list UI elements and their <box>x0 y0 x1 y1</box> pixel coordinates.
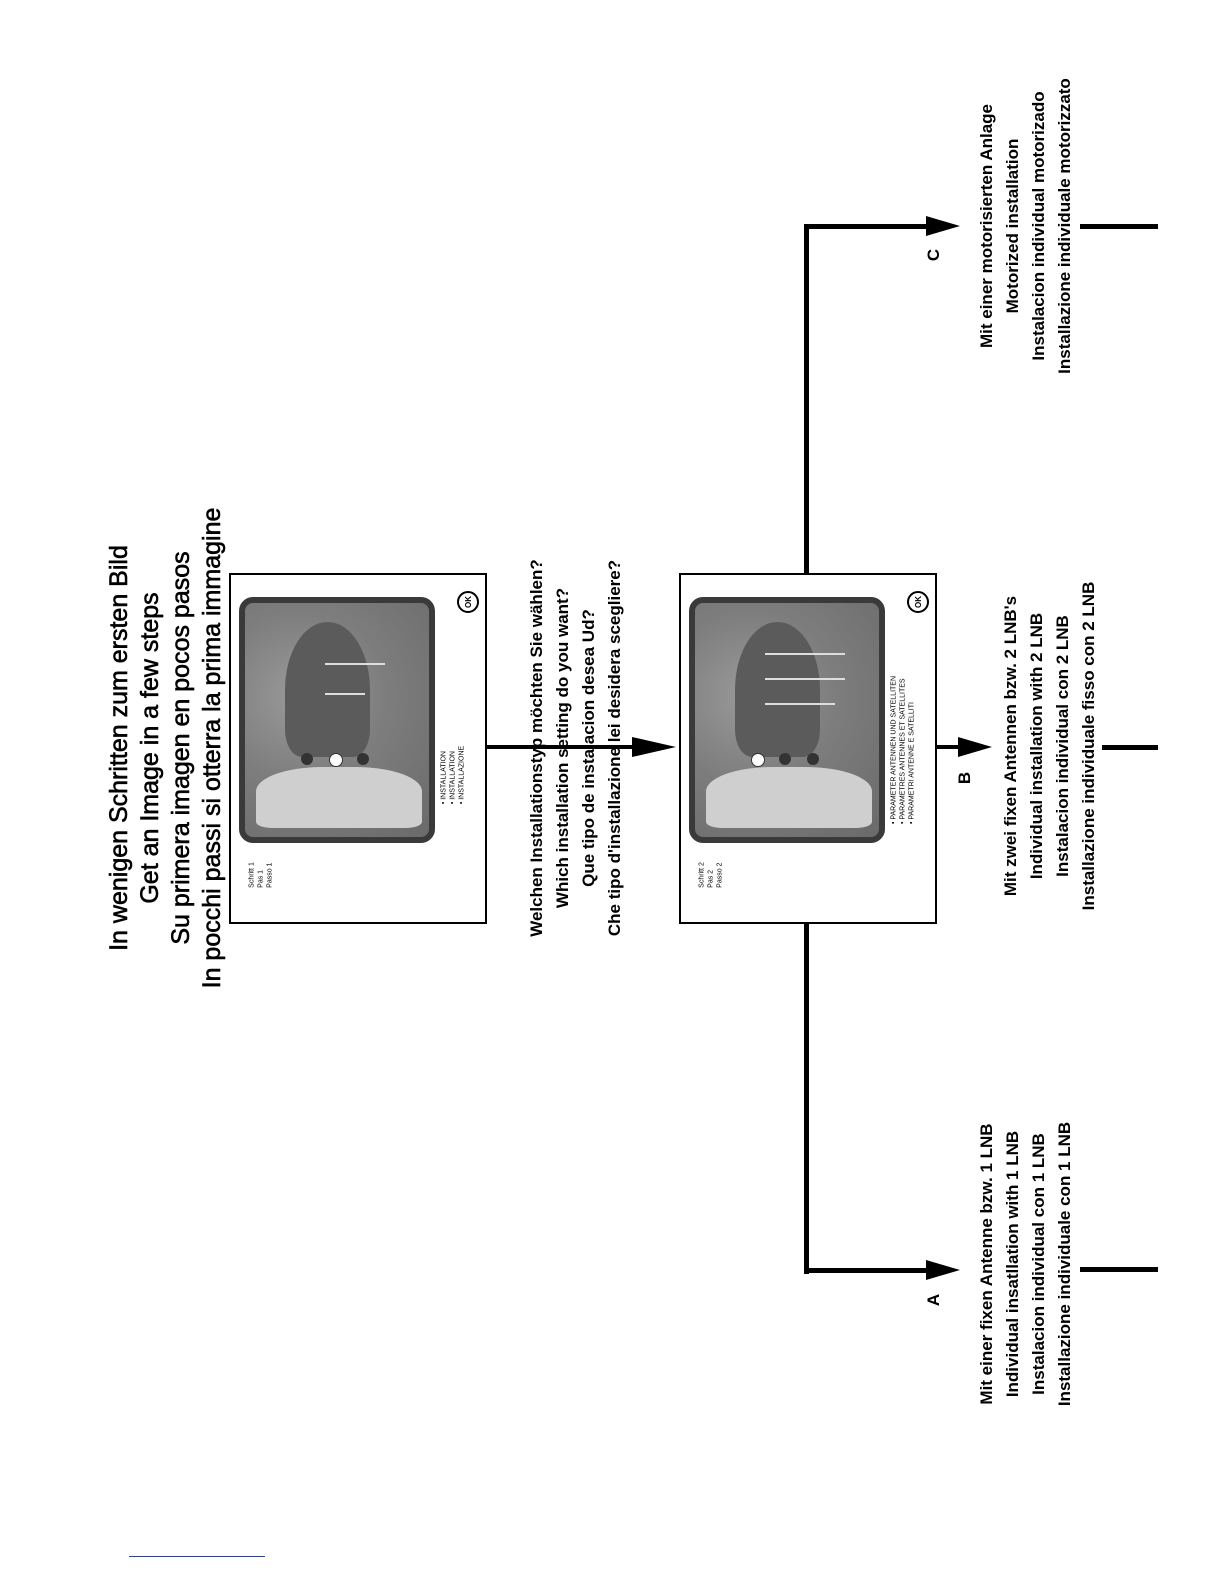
question-block: Welchen Installationstyp möchten Sie wäh… <box>524 559 628 937</box>
step1-remote-panel <box>256 766 422 828</box>
branch-line-c-vertical <box>804 224 809 573</box>
continuation-bar-c <box>1080 224 1158 229</box>
step1-screen-box: Schritt 1 Pas 1 Passo 1 • INSTALLATION •… <box>229 573 487 924</box>
option-c-line-de: Mit einer motorisierten Anlage <box>977 103 996 349</box>
step1-menu-dot <box>357 753 369 765</box>
option-b-line-de: Mit zwei fixen Antennen bzw. 2 LNB's <box>1001 595 1020 897</box>
menu-item-fr: • PARAMETRES ANTENNES ET SATELLITES <box>899 678 907 825</box>
step2-steps-label: Schritt 2 Pas 2 Passo 2 <box>698 862 725 888</box>
option-b-letter: B <box>955 771 974 785</box>
menu-item-de: • INSTALLATION <box>440 751 448 805</box>
step1-tv-screen <box>239 597 435 843</box>
arrow-right-icon <box>926 1260 960 1280</box>
step2-menu-dot <box>779 753 791 765</box>
question-line-de: Welchen Installationstyp möchten Sie wäh… <box>527 559 546 937</box>
option-a-line-en: Individual insatllation with 1 LNB <box>1003 1130 1022 1398</box>
step1-menu-dot <box>301 753 313 765</box>
continuation-bar-b <box>1102 745 1158 750</box>
step2-ok-button[interactable]: OK <box>907 591 929 613</box>
step1-menu-line <box>325 693 365 695</box>
step1-menu-dot-active <box>329 753 343 767</box>
option-a-letter: A <box>924 1293 943 1307</box>
question-line-en: Which installation setting do you want? <box>553 587 572 909</box>
option-a-text: Mit einer fixen Antenne bzw. 1 LNB Indiv… <box>974 1122 1078 1406</box>
option-a-line-de: Mit einer fixen Antenne bzw. 1 LNB <box>977 1123 996 1405</box>
option-a-line-es: Instalacion individual con 1 LNB <box>1029 1133 1048 1395</box>
step2-menu-dot <box>807 753 819 765</box>
option-b-line-it: Installazione individuale fisso con 2 LN… <box>1079 581 1098 911</box>
title-line-de: In wenigen Schritten zum ersten Bild <box>105 545 134 951</box>
arrow-right-icon <box>958 737 992 757</box>
branch-line-a-horizontal <box>804 1268 932 1273</box>
menu-item-it: • PARAMETRI ANTENNE E SATELLITI <box>908 702 916 825</box>
continuation-bar-a <box>1080 1267 1158 1272</box>
option-c-letter: C <box>924 248 943 262</box>
question-line-es: Que tipo de instalacion desea Ud? <box>579 609 598 887</box>
connector-line <box>487 745 637 749</box>
branch-line-c-horizontal <box>804 224 932 229</box>
footer-rule <box>129 1556 265 1557</box>
step2-menu-line <box>765 703 835 705</box>
step2-menu-dome <box>735 621 821 758</box>
option-b-text: Mit zwei fixen Antennen bzw. 2 LNB's Ind… <box>998 582 1102 911</box>
step-label-it: Passo 2 <box>716 862 724 888</box>
arrow-right-icon <box>926 216 960 236</box>
title-line-es: Su primera imagen en pocos pasos <box>167 551 196 945</box>
menu-item-de: • PARAMETER ANTENNEN UND SATELLITEN <box>890 675 898 825</box>
option-c-line-it: Installazione individuale motorizzato <box>1055 78 1074 374</box>
step2-menu-label: • PARAMETER ANTENNEN UND SATELLITEN • PA… <box>890 676 917 824</box>
step2-screen-box: Schritt 2 Pas 2 Passo 2 • PARAMETER ANTE… <box>679 573 937 924</box>
step2-menu-line <box>765 653 845 655</box>
step1-menu-label: • INSTALLATION • INSTALLATION • INSTALLA… <box>440 746 467 804</box>
menu-item-it: • INSTALLAZIONE <box>458 745 466 805</box>
option-c-line-en: Motorized installation <box>1003 138 1022 314</box>
branch-line-a-vertical <box>804 924 809 1274</box>
menu-item-fr: • INSTALLATION <box>449 751 457 805</box>
question-line-it: Che tipo d'installazione lei desidera sc… <box>605 559 624 937</box>
step-label-it: Passo 1 <box>266 862 274 888</box>
option-c-line-es: Instalacion individual motorizado <box>1029 91 1048 361</box>
option-c-text: Mit einer motorisierten Anlage Motorized… <box>974 78 1078 374</box>
option-a-line-it: Installazione individuale con 1 LNB <box>1055 1121 1074 1407</box>
step1-menu-dome <box>285 621 371 758</box>
step2-menu-line <box>765 678 845 680</box>
step1-steps-label: Schritt 1 Pas 1 Passo 1 <box>248 862 275 888</box>
step-label-de: Schritt 2 <box>698 862 706 888</box>
step2-tv-screen <box>689 597 885 843</box>
step1-menu-line <box>325 663 385 665</box>
title-line-it: In pocchi passi si otterra la prima imma… <box>198 507 227 989</box>
option-b-line-es: Instalacion individual con 2 LNB <box>1053 615 1072 877</box>
step1-ok-button[interactable]: OK <box>457 591 479 613</box>
option-b-line-en: Individual installation with 2 LNB <box>1027 612 1046 880</box>
step2-menu-dot-active <box>751 753 765 767</box>
page-title: In wenigen Schritten zum ersten Bild Get… <box>104 507 228 989</box>
step-label-fr: Pas 2 <box>707 869 715 888</box>
connector-line <box>937 745 961 749</box>
arrow-right-icon <box>632 737 676 757</box>
step-label-de: Schritt 1 <box>248 862 256 888</box>
title-line-en: Get an Image in a few steps <box>136 592 165 904</box>
step-label-fr: Pas 1 <box>257 869 265 888</box>
step2-remote-panel <box>706 766 872 828</box>
